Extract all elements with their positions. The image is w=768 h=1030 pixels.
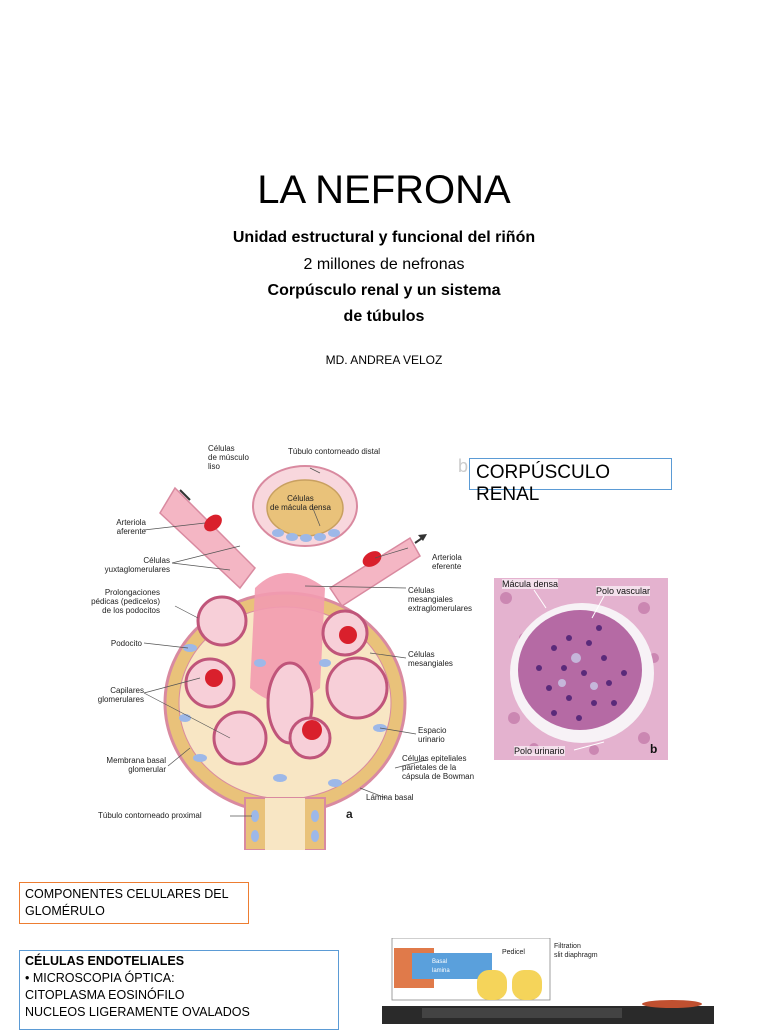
subtitle-definition: Unidad estructural y funcional del riñón: [232, 229, 536, 246]
label-line: mesangiales: [408, 659, 453, 668]
figure-label-b-faint: b: [458, 456, 469, 476]
endothelial-line: NUCLEOS LIGERAMENTE OVALADOS: [25, 1005, 250, 1019]
heading-line: COMPONENTES CELULARES DEL: [25, 887, 229, 901]
label-urinary-pole: Polo urinario: [514, 746, 565, 756]
label-juxtaglomerular-cells: Células yuxtaglomerulares: [80, 556, 170, 574]
label-glomerular-capillaries: Capilares glomerulares: [80, 686, 144, 704]
renal-corpuscle-diagram: Células de músculo liso Túbulo contornea…: [80, 438, 500, 851]
label-line: Células: [287, 494, 314, 503]
label-macula-densa-cells: Células de mácula densa: [270, 494, 331, 512]
label-line: Células: [208, 444, 235, 453]
label-efferent-arteriole: Arteriola eferente: [432, 553, 462, 571]
label-line: glomerular: [128, 765, 166, 774]
label-line: Basal: [432, 959, 448, 965]
label-line: glomerulares: [97, 695, 144, 704]
subtitle-count: 2 millones de nefronas: [303, 256, 465, 273]
page-title: LA NEFRONA: [257, 168, 511, 212]
label-line: de los podocitos: [102, 606, 160, 615]
label-line: liso: [208, 462, 221, 471]
filtration-barrier-figure: Pedicel Basal lamina Filtration slit dia…: [382, 938, 714, 1024]
label-basal-lamina: Lámina basal: [366, 793, 414, 802]
label-line: Prolongaciones: [104, 588, 160, 597]
label-line: Membrana basal: [106, 756, 166, 765]
endothelial-title: CÉLULAS ENDOTELIALES: [25, 954, 185, 968]
label-line: Capilares: [110, 686, 144, 695]
glomerulus-micrograph: Mácula densa Polo vascular Polo urinario…: [494, 578, 668, 760]
label-distal-tubule: Túbulo contorneado distal: [288, 447, 381, 456]
label-line: Filtration: [554, 943, 581, 950]
micrograph-image: [494, 578, 668, 760]
renal-corpuscle-heading: CORPÚSCULO RENAL: [469, 458, 672, 505]
label-line: Células: [408, 586, 435, 595]
label-line: lamina: [432, 968, 450, 974]
label-pedicel: Pedicel: [502, 949, 525, 956]
author-name: MD. ANDREA VELOZ: [325, 353, 443, 367]
subtitle-components-2: de túbulos: [343, 308, 425, 325]
label-parietal-epithelial-cells: Células epiteliales parietales de la cáp…: [402, 754, 474, 781]
label-line: extraglomerulares: [408, 604, 473, 613]
label-line: mesangiales: [408, 595, 453, 604]
label-line: aferente: [116, 527, 146, 536]
label-line: yuxtaglomerulares: [104, 565, 170, 574]
endothelial-bullet: • MICROSCOPIA ÓPTICA:: [25, 971, 175, 985]
label-macula-densa: Mácula densa: [502, 579, 559, 589]
endothelial-cells-box: CÉLULAS ENDOTELIALES • MICROSCOPIA ÓPTIC…: [19, 950, 339, 1030]
label-podocyte-foot-processes: Prolongaciones pédicas (pedicelos) de lo…: [80, 588, 160, 615]
label-line: parietales de la: [402, 763, 457, 772]
glomerulus-components-heading: COMPONENTES CELULARES DEL GLOMÉRULO: [19, 882, 249, 924]
label-filtration-slit: Filtration slit diaphragm: [554, 942, 598, 960]
label-extraglomerular-mesangial-cells: Células mesangiales extraglomerulares: [408, 586, 472, 613]
label-vascular-pole: Polo vascular: [596, 586, 651, 596]
label-mesangial-cells: Células mesangiales: [408, 650, 453, 668]
label-line: Arteriola: [116, 518, 146, 527]
label-line: Células: [143, 556, 170, 565]
label-line: cápsula de Bowman: [402, 772, 475, 781]
label-line: de músculo: [208, 453, 249, 462]
label-line: slit diaphragm: [554, 952, 598, 959]
label-line: Arteriola: [432, 553, 462, 562]
label-line: urinario: [418, 735, 445, 744]
label-line: Espacio: [418, 726, 447, 735]
label-smooth-muscle-cells: Células de músculo liso: [208, 444, 249, 471]
filtration-illustration: [382, 938, 714, 1024]
label-proximal-tubule: Túbulo contorneado proximal: [98, 811, 202, 820]
diagram-illustration: [143, 465, 427, 851]
figure-label-a: a: [346, 807, 353, 821]
label-line: de mácula densa: [270, 503, 331, 512]
endothelial-line: CITOPLASMA EOSINÓFILO: [25, 988, 185, 1002]
label-line: Células epiteliales: [402, 754, 467, 763]
heading-line: GLOMÉRULO: [25, 904, 105, 918]
label-basal-lamina-en: Basal lamina: [432, 958, 450, 976]
label-line: Células: [408, 650, 435, 659]
label-podocyte: Podocito: [110, 639, 142, 648]
label-urinary-space: Espacio urinario: [418, 726, 446, 744]
label-line: pédicas (pedicelos): [91, 597, 160, 606]
figure-label-b: b: [650, 742, 658, 756]
label-glomerular-basement-membrane: Membrana basal glomerular: [80, 756, 166, 774]
subtitle-components-1: Corpúsculo renal y un sistema: [267, 282, 501, 299]
label-afferent-arteriole: Arteriola aferente: [80, 518, 146, 536]
label-line: eferente: [432, 562, 462, 571]
